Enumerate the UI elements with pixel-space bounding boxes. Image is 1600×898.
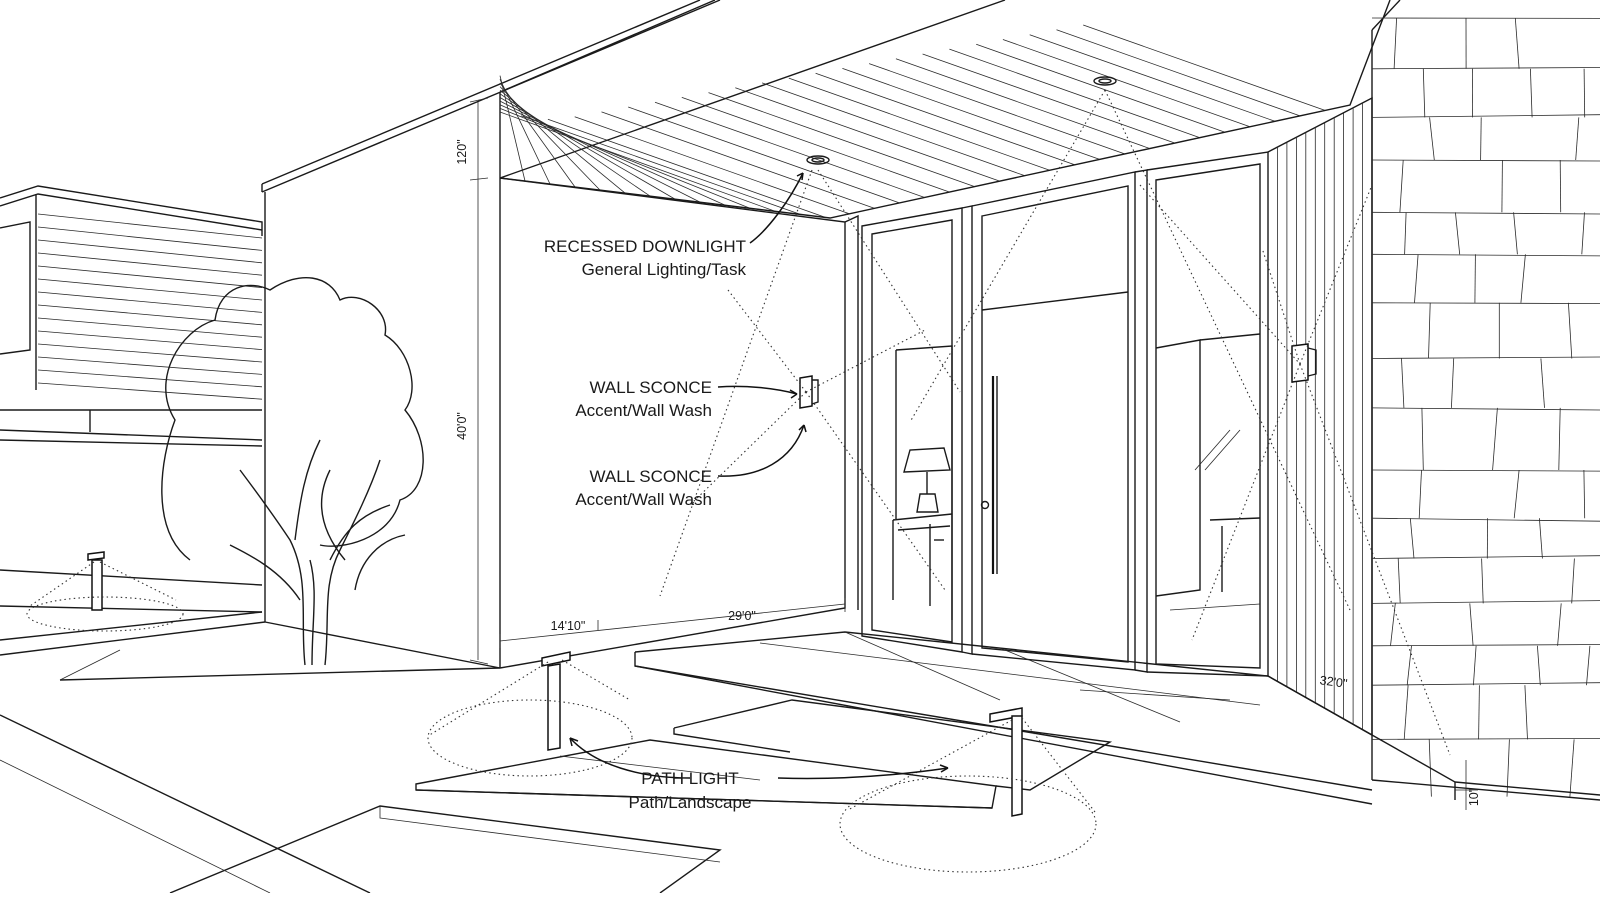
wall-sconce-left-fixture	[799, 375, 819, 409]
cladding-panel	[1267, 96, 1373, 737]
stone-wall	[1371, 0, 1600, 801]
tree	[161, 276, 424, 666]
soffit-slats	[499, 24, 1326, 218]
path-light-title: PATH LIGHT	[641, 769, 739, 788]
downlight-subtitle: General Lighting/Task	[582, 260, 747, 279]
ground-lines	[0, 611, 501, 894]
dim-entry-width: 29'0"	[728, 609, 756, 623]
sconce-upper-title: WALL SCONCE	[590, 378, 713, 397]
dim-soffit-height: 120"	[455, 139, 469, 164]
downlight-fixture-right	[1093, 76, 1117, 86]
garden-wall	[0, 439, 263, 613]
roof-structure	[261, 0, 1391, 219]
wall-panel	[264, 177, 859, 669]
downlight-title: RECESSED DOWNLIGHT	[544, 237, 746, 256]
path-light-right-fixture	[989, 707, 1023, 817]
dim-plinth-height: 10"	[1467, 788, 1481, 806]
porch-steps	[634, 631, 1600, 805]
horizontal-dimension	[499, 598, 846, 648]
background-house	[0, 185, 263, 441]
dim-stone-depth: 32'0"	[1319, 673, 1348, 691]
vertical-dimension	[469, 97, 489, 665]
dim-wall-height: 40'0"	[455, 412, 469, 440]
house-siding	[37, 213, 263, 400]
sconce-lower-title: WALL SCONCE	[590, 467, 713, 486]
light-beams	[26, 89, 1451, 873]
sconce-upper-subtitle: Accent/Wall Wash	[575, 401, 712, 420]
garden-bollard-fixture	[87, 551, 105, 611]
stone-pattern	[1371, 17, 1600, 797]
path-light-subtitle: Path/Landscape	[629, 793, 752, 812]
sconce-lower-subtitle: Accent/Wall Wash	[575, 490, 712, 509]
dim-wall-width: 14'10"	[551, 619, 586, 633]
downlight-fixture-left	[806, 155, 830, 165]
entry-glazing	[861, 151, 1269, 677]
path-light-left-fixture	[541, 651, 571, 751]
callout-arrows	[569, 172, 1478, 810]
cladding-lines	[1277, 102, 1363, 730]
